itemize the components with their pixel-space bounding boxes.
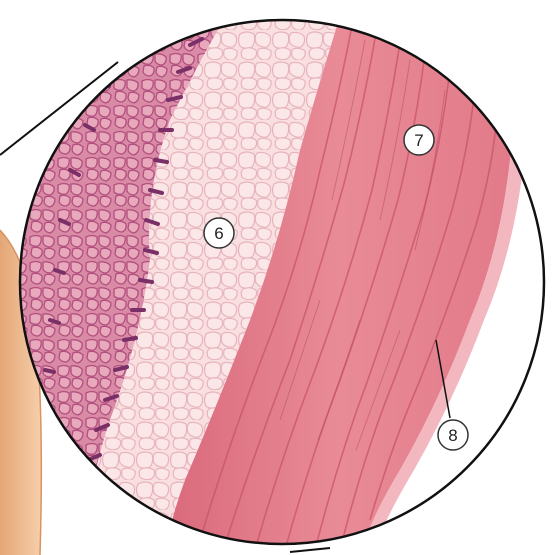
callout-7-label: 7 [414,131,423,150]
callout-6: 6 [204,218,234,248]
callout-6-label: 6 [214,224,223,243]
callout-8: 8 [438,420,468,450]
callout-7: 7 [404,125,434,155]
callout-8-label: 8 [448,426,457,445]
